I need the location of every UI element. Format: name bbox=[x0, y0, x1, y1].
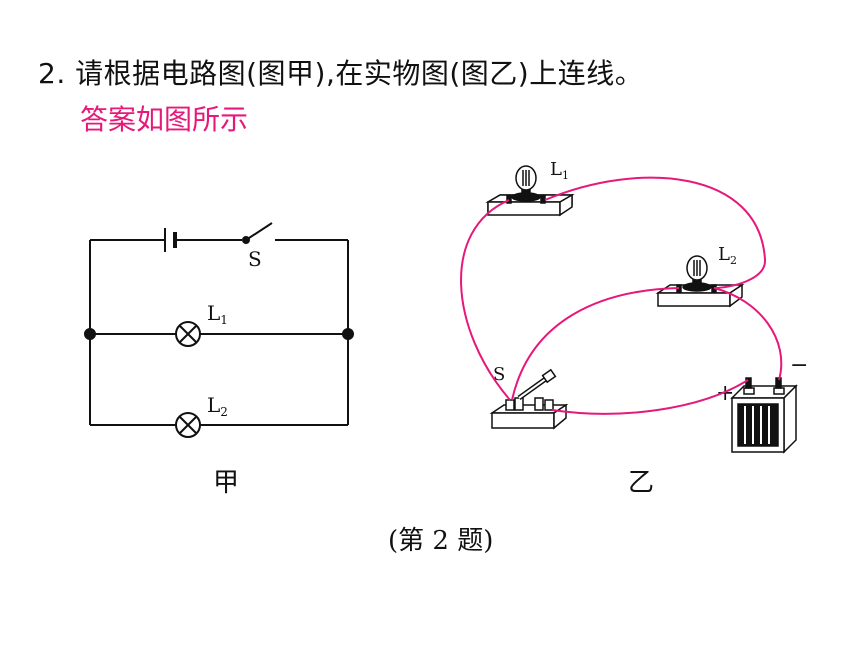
wire-switch-to-battery-plus bbox=[551, 379, 749, 415]
battery-plus-label: + bbox=[716, 381, 734, 406]
wire-l1-to-l2-right bbox=[544, 176, 767, 289]
schematic-l1-label: L1 bbox=[207, 301, 228, 327]
physical-l2-label: L2 bbox=[718, 244, 737, 267]
physical-l1-label: L1 bbox=[550, 159, 569, 182]
junction-right bbox=[342, 328, 354, 340]
lamp-l1-symbol bbox=[175, 321, 201, 347]
schematic-diagram bbox=[84, 222, 354, 438]
lamp-l2-symbol bbox=[175, 412, 201, 438]
question-text: 2. 请根据电路图(图甲),在实物图(图乙)上连线。 bbox=[38, 57, 644, 90]
physical-switch bbox=[489, 368, 569, 430]
junction-left bbox=[84, 328, 96, 340]
figure-caption: (第 2 题) bbox=[388, 526, 494, 556]
answer-text: 答案如图所示 bbox=[80, 103, 249, 136]
schematic-switch-label: S bbox=[248, 247, 262, 271]
answer-wires bbox=[460, 176, 783, 415]
wire-l1-left-to-switch bbox=[460, 199, 511, 401]
switch-blade bbox=[245, 222, 273, 241]
schematic-l2-label: L2 bbox=[207, 393, 228, 419]
wire-l2-left-to-switch bbox=[511, 287, 680, 401]
physical-battery bbox=[730, 377, 798, 454]
battery-minus-label: − bbox=[790, 353, 808, 378]
caption-yi: 乙 bbox=[628, 468, 655, 498]
caption-jia: 甲 bbox=[213, 468, 240, 498]
physical-switch-label: S bbox=[493, 364, 505, 385]
wire-l2-to-battery-minus bbox=[713, 287, 783, 381]
